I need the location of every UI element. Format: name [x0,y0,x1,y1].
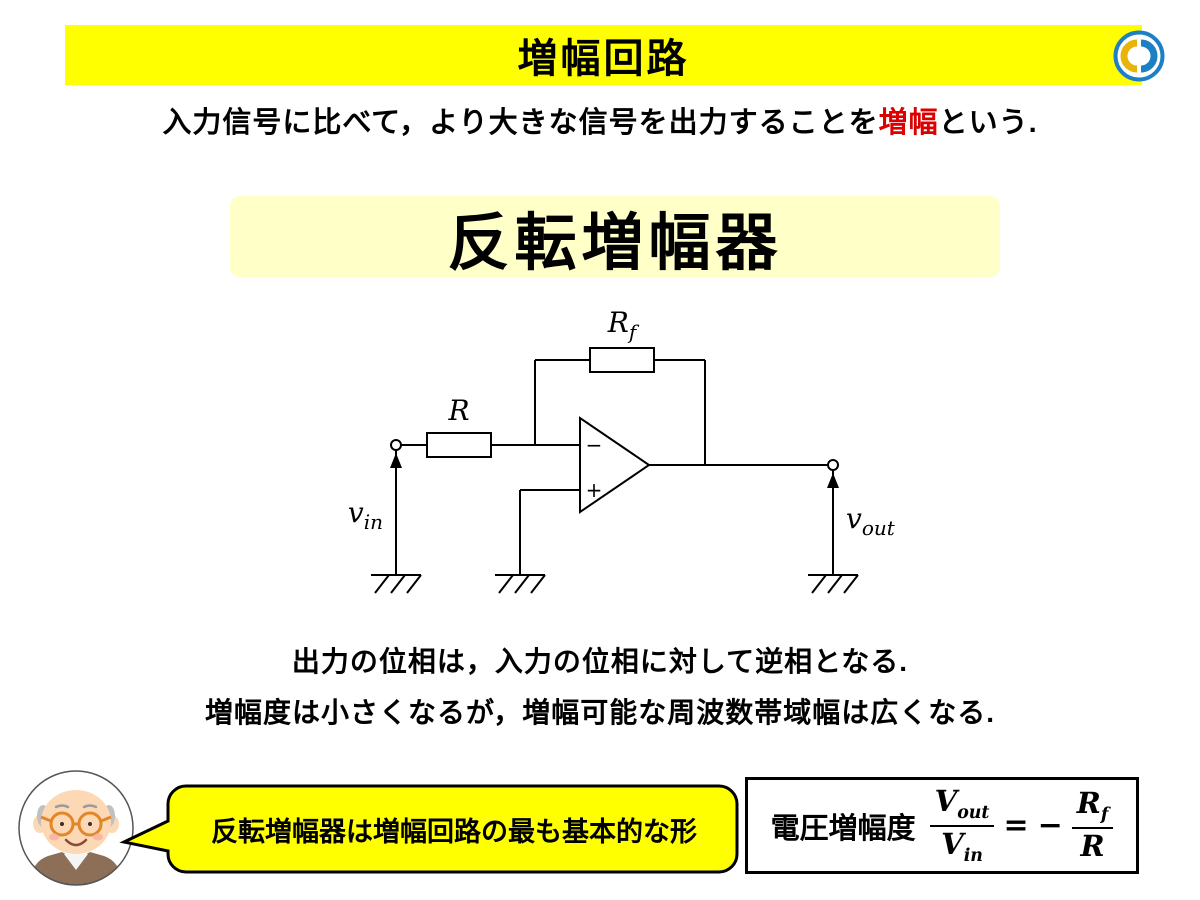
input-resistor-label: R [447,394,469,427]
avatar-collar [64,854,88,870]
ground-symbol-input [371,574,422,594]
fraction2-numerator: Rf [1071,786,1114,830]
formula-label: 電圧増幅度 [770,812,916,845]
opamp-triangle [579,416,651,514]
fraction1-numerator: Vout [929,784,995,827]
fraction-rf-r: Rf R [1071,786,1114,864]
fraction2-denominator: R [1080,829,1105,864]
resistor-R [426,432,492,458]
speech-bubble-shape [119,784,739,874]
logo-right-arc [1140,39,1158,73]
teacher-avatar [14,766,138,895]
avatar-mouth [64,838,88,847]
vout-label: vout [846,502,896,540]
note1-emphasis: 逆相 [755,646,814,677]
vout-main: v [846,502,862,535]
ground-symbol-opamp [495,574,546,594]
vout-symbol: V [934,784,958,819]
speech-bubble-text: 反転増幅器は増幅回路の最も基本的な形 [211,816,697,847]
fraction1-denominator: Vin [941,827,983,866]
equals-sign: = [1003,808,1029,843]
note-line-2: 増幅度は小さくなるが，増幅可能な周波数帯域幅は広くなる. [204,697,996,728]
vin-subscript: in [963,845,983,866]
avatar-glasses-icon [40,811,112,837]
logo-svg [1113,30,1165,82]
rf-subscript: f [1100,805,1109,826]
vout-subscript: out [957,802,990,823]
note-line-1: 出力の位相は，入力の位相に対して逆相となる. [0,640,1200,680]
intro-sentence: 入力信号に比べて，より大きな信号を出力することを増幅という. [0,99,1200,141]
vin-sub: in [364,510,383,534]
vin-symbol: V [941,827,964,861]
university-logo-icon [1112,29,1166,83]
gain-formula: Vout Vin = − Rf R [929,784,1114,866]
resistor-Rf [589,347,655,373]
section-title-box: 反転増幅器 [230,196,1000,278]
vout-sub: out [862,516,896,540]
avatar-eyebrow-right [82,804,98,809]
avatar-eye-left [60,822,64,826]
opamp-plus-sign: + [586,478,603,502]
rf-main: R [607,306,629,339]
ground-symbol-output [808,574,859,594]
opamp-minus-sign: − [586,433,603,457]
circuit-wires [395,359,834,575]
note1-prefix: 出力の位相は，入力の位相に対して [291,646,756,677]
feedback-resistor-label: Rf [607,306,640,344]
speech-bubble-path [119,784,739,874]
logo-left-arc [1120,39,1138,73]
avatar-eyebrow-left [54,804,70,809]
avatar-outline [18,770,134,886]
input-terminal-node [390,439,402,451]
section-title: 反転増幅器 [447,208,783,278]
intro-suffix: という. [938,107,1038,139]
circuit-diagram: − + Rf R vin vout [348,306,896,594]
output-terminal-node [827,459,839,471]
avatar-blush-left [49,833,59,841]
avatar-blush-right [93,833,103,841]
rf-symbol: R [1076,786,1101,821]
fraction-vout-vin: Vout Vin [929,784,995,866]
vin-label: vin [348,496,383,534]
header-banner: 増幅回路 [65,25,1142,85]
rf-sub: f [627,320,640,344]
minus-sign: − [1037,808,1063,843]
vin-main: v [348,496,364,529]
input-voltage-arrow [390,453,402,468]
output-voltage-arrow [827,473,839,488]
page-title: 増幅回路 [517,37,690,81]
note1-suffix: となる. [813,646,909,677]
intro-prefix: 入力信号に比べて，より大きな信号を出力することを [162,107,879,139]
gain-formula-box: 電圧増幅度 Vout Vin = − Rf R [745,777,1139,874]
avatar-svg [18,770,134,886]
intro-highlight: 増幅 [878,107,939,139]
avatar-eye-right [88,822,92,826]
